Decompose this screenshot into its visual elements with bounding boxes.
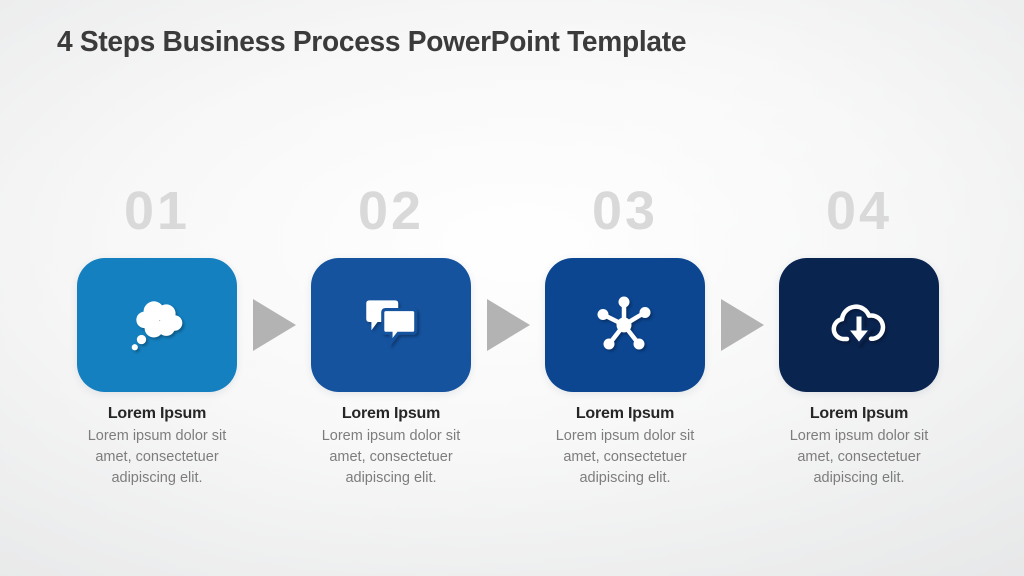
step-heading: Lorem Ipsum xyxy=(575,405,675,422)
right-arrow-icon xyxy=(252,299,296,351)
arrow-cell xyxy=(471,258,545,392)
step-heading: Lorem Ipsum xyxy=(341,405,441,422)
chat-bubbles-icon xyxy=(358,294,424,357)
step-number: 04 xyxy=(825,181,893,241)
step-box xyxy=(77,258,237,392)
step-box xyxy=(311,258,471,392)
cloud-download-icon xyxy=(824,293,894,358)
step-heading: Lorem Ipsum xyxy=(809,405,909,422)
step-heading: Lorem Ipsum xyxy=(107,405,207,422)
step-description: Lorem ipsum dolor sit amet, consectetuer… xyxy=(87,428,227,486)
right-arrow-icon xyxy=(486,299,530,351)
arrow-cell xyxy=(237,258,311,392)
step-box xyxy=(545,258,705,392)
step-number: 01 xyxy=(123,181,191,241)
step-box xyxy=(779,258,939,392)
slide-title: 4 Steps Business Process PowerPoint Temp… xyxy=(57,26,687,58)
process-diagram: 01 02 03 04 xyxy=(77,175,939,489)
thought-bubble-icon xyxy=(123,292,191,359)
right-arrow-icon xyxy=(720,299,764,351)
step-number: 02 xyxy=(357,181,425,241)
step-description: Lorem ipsum dolor sit amet, consectetuer… xyxy=(321,428,461,486)
network-hub-icon xyxy=(593,293,657,358)
step-description: Lorem ipsum dolor sit amet, consectetuer… xyxy=(555,428,695,486)
step-description: Lorem ipsum dolor sit amet, consectetuer… xyxy=(789,428,929,486)
step-number: 03 xyxy=(591,181,659,241)
arrow-cell xyxy=(705,258,779,392)
